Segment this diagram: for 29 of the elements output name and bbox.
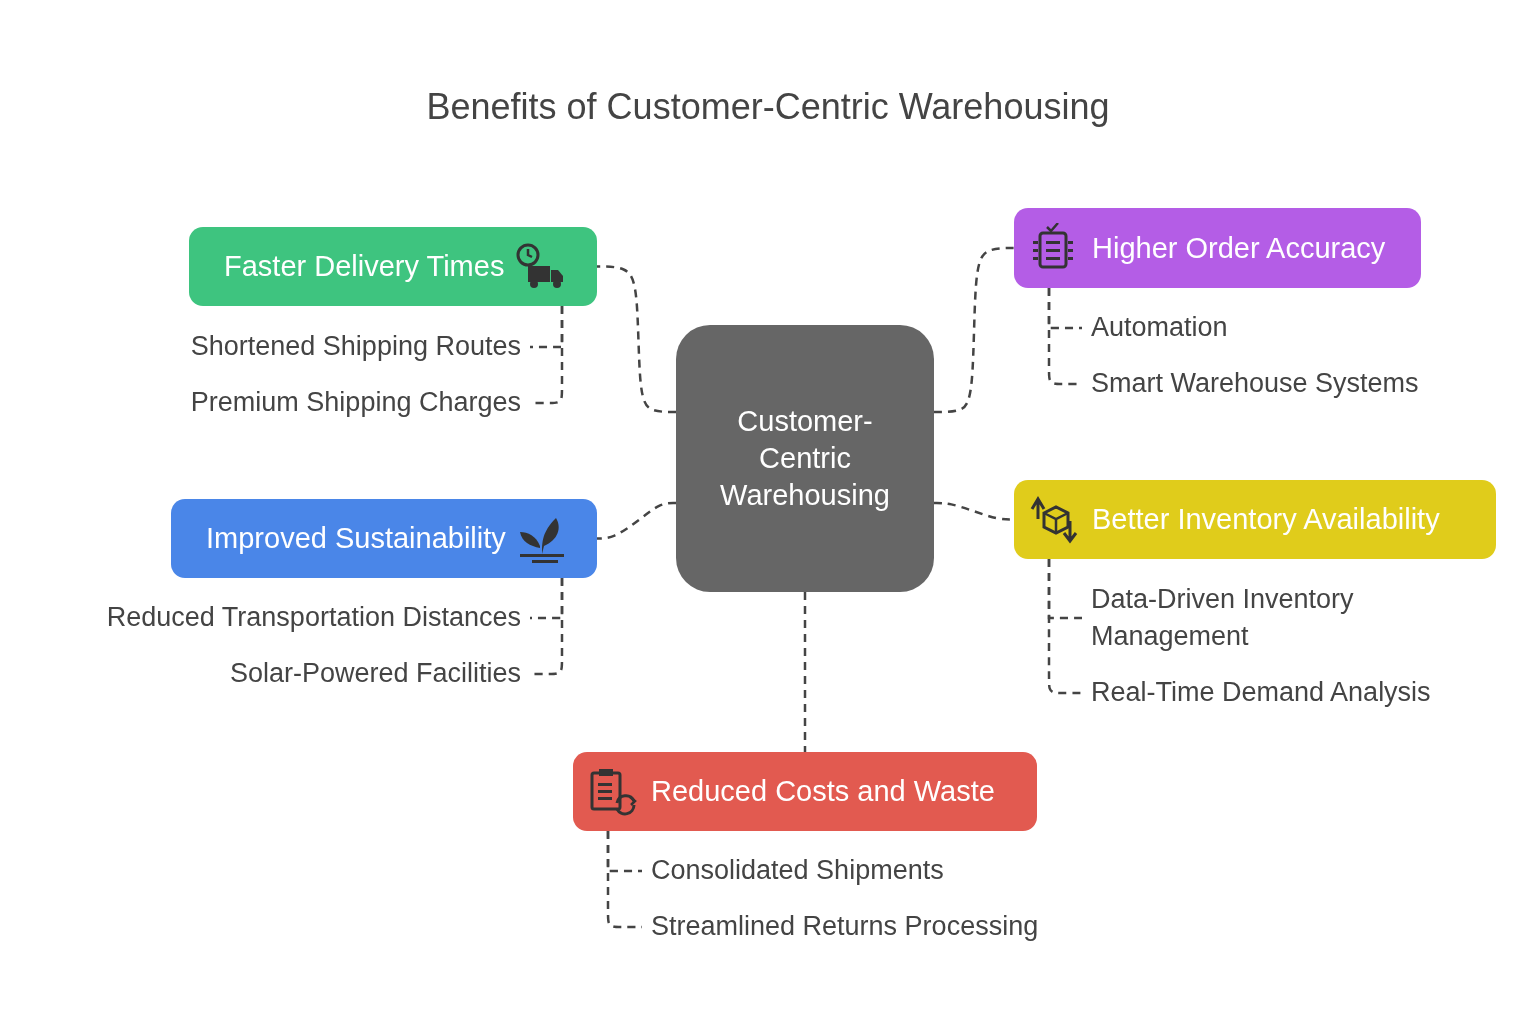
category-label: Faster Delivery Times [224,250,505,283]
category-box [573,752,1037,831]
detail-text: Automation [1091,311,1229,344]
category-label: Higher Order Accuracy [1092,231,1386,265]
detail-text: Shortened Shipping Routes [189,330,521,363]
detail-text: Premium Shipping Charges [189,386,521,419]
detail-text: Consolidated Shipments [651,854,945,887]
category-box [1014,480,1496,559]
connector-line [1047,559,1082,695]
detail-text: Streamlined Returns Processing [651,910,1040,943]
connector-line [934,246,1014,414]
connector-line [597,501,676,540]
category-label: Improved Sustainability [206,522,506,555]
category-label: Better Inventory Availability [1092,503,1440,536]
topic-box [676,325,934,592]
connector-line [803,592,807,752]
topic-label: Customer-Centric Warehousing [719,404,891,513]
category-box [171,499,597,578]
detail-text: Smart Warehouse Systems [1091,367,1420,400]
category-box [189,227,597,306]
category-box [1014,208,1421,288]
detail-text: Reduced Transportation Distances [105,601,521,634]
detail-text: Solar-Powered Facilities [228,657,521,690]
category-label: Reduced Costs and Waste [651,775,995,808]
detail-text: Real-Time Demand Analysis [1091,676,1432,709]
connector-line [606,831,642,929]
diagram-title: Benefits of Customer-Centric Warehousing [425,86,1111,128]
connector-line [597,265,676,414]
detail-text: Data-Driven Inventory Management [1091,583,1355,653]
